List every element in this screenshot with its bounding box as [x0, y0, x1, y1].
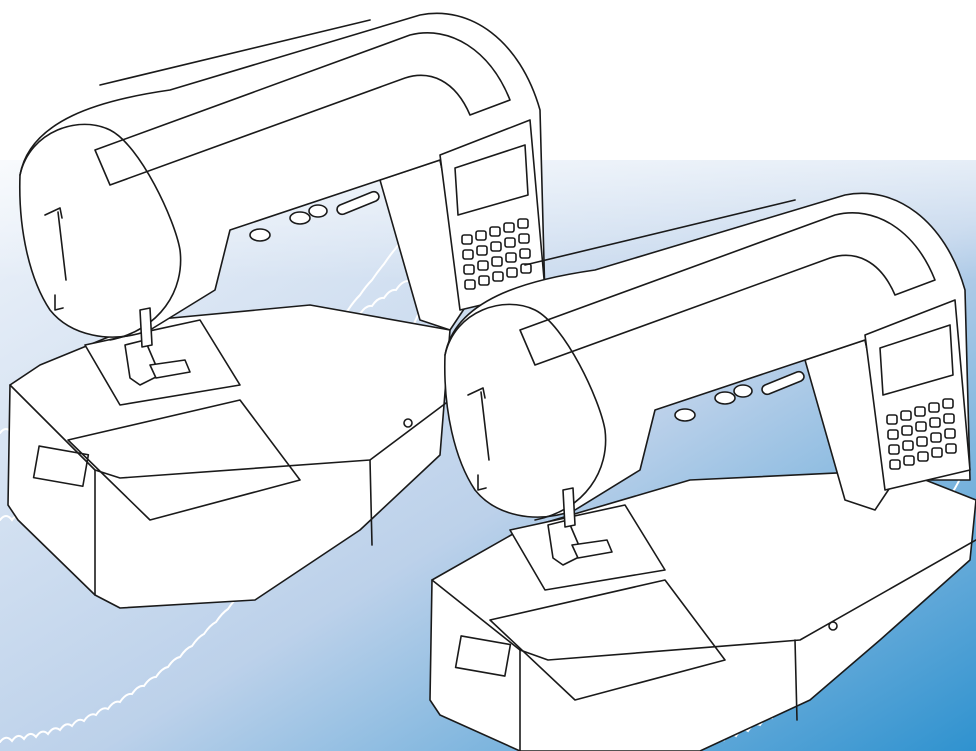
machine-back-head — [18, 12, 546, 338]
machine-back-accessory-lid — [67, 399, 301, 521]
machine-back-key — [478, 275, 490, 286]
machine-front-base-seam — [794, 639, 798, 721]
machine-front-lcd-panel — [864, 299, 971, 491]
machine-front-thread-cutter — [477, 474, 487, 491]
machine-front-key — [916, 436, 928, 447]
machine-front-key — [930, 432, 942, 443]
machine-back-keypad — [461, 218, 532, 290]
machine-front-key — [944, 428, 956, 439]
machine-back-base-knob — [403, 418, 413, 428]
machine-back-key — [489, 226, 501, 237]
machine-back-lcd-screen — [454, 144, 529, 216]
machine-back-key — [476, 245, 488, 256]
machine-front-key — [903, 455, 915, 466]
sewing-machine-back — [7, 12, 546, 609]
machine-front-lcd-screen — [879, 324, 954, 396]
machine-front-button-2 — [714, 391, 736, 405]
machine-front-key — [943, 413, 955, 424]
machine-front-key — [931, 447, 943, 458]
machine-back-key — [518, 233, 530, 244]
machine-front-needle-bar — [562, 487, 576, 528]
machine-front-top-cover — [519, 212, 936, 366]
machine-front-button-3 — [733, 384, 753, 398]
machine-front-speed-slider — [761, 370, 805, 396]
machine-back-key — [492, 271, 504, 282]
machine-front-key — [929, 417, 941, 428]
machine-back-thread-guide — [44, 207, 67, 281]
machine-back-key — [504, 237, 516, 248]
machine-front-key — [914, 406, 926, 417]
machine-front-front-curve — [444, 303, 607, 521]
machine-front-key — [902, 440, 914, 451]
machine-front-keypad — [886, 398, 957, 470]
machine-back-speed-slider — [336, 190, 380, 216]
machine-back-key — [505, 252, 517, 263]
machine-front-button-1 — [674, 408, 696, 422]
machine-front-key — [942, 398, 954, 409]
machine-back-key — [503, 222, 515, 233]
machine-front-thread-guide — [467, 387, 490, 461]
machine-back-needle-bar — [139, 307, 153, 348]
machine-back-slot — [32, 445, 90, 488]
machine-front-head — [443, 192, 971, 518]
machine-front-base-knob — [828, 621, 838, 631]
machine-back-button-1 — [249, 228, 271, 242]
machine-front-slot — [454, 635, 512, 677]
machine-front-key — [945, 443, 957, 454]
machine-back-key — [490, 241, 502, 252]
machine-back-top-groove — [99, 19, 371, 86]
sewing-machine-front — [429, 192, 976, 751]
machine-back-button-2 — [289, 211, 311, 225]
machine-back-base-top-edge — [9, 384, 451, 479]
machine-front-key — [900, 410, 912, 421]
machine-front-key — [887, 429, 899, 440]
machine-back-button-3 — [308, 204, 328, 218]
machine-back-base-seam — [369, 459, 373, 546]
machine-back-key — [491, 256, 503, 267]
machine-back-key — [464, 279, 476, 290]
machine-back-key — [462, 249, 474, 260]
machine-back-top-cover — [94, 32, 511, 186]
machine-front-accessory-lid — [489, 579, 726, 701]
machine-back-key — [517, 218, 529, 229]
machine-front-top-groove — [524, 199, 796, 266]
machine-front-key — [915, 421, 927, 432]
machine-back-key — [461, 234, 473, 245]
machine-back-key — [463, 264, 475, 275]
machine-front-feed-dog — [571, 539, 613, 559]
machine-back-feed-dog — [149, 359, 191, 379]
machine-front-base-top-edge — [431, 539, 976, 661]
machine-front-key — [888, 444, 900, 455]
machine-back-key — [506, 267, 518, 278]
machine-back-front-curve — [19, 123, 182, 341]
machine-front-key — [917, 451, 929, 462]
machine-back-thread-cutter — [54, 294, 64, 311]
machine-back-lcd-panel — [439, 119, 546, 311]
machine-front-key — [886, 414, 898, 425]
machine-back-key — [475, 230, 487, 241]
machine-back-key — [519, 248, 531, 259]
machine-back-key — [477, 260, 489, 271]
machine-front-key — [901, 425, 913, 436]
machine-front-key — [928, 402, 940, 413]
machine-front-key — [889, 459, 901, 470]
